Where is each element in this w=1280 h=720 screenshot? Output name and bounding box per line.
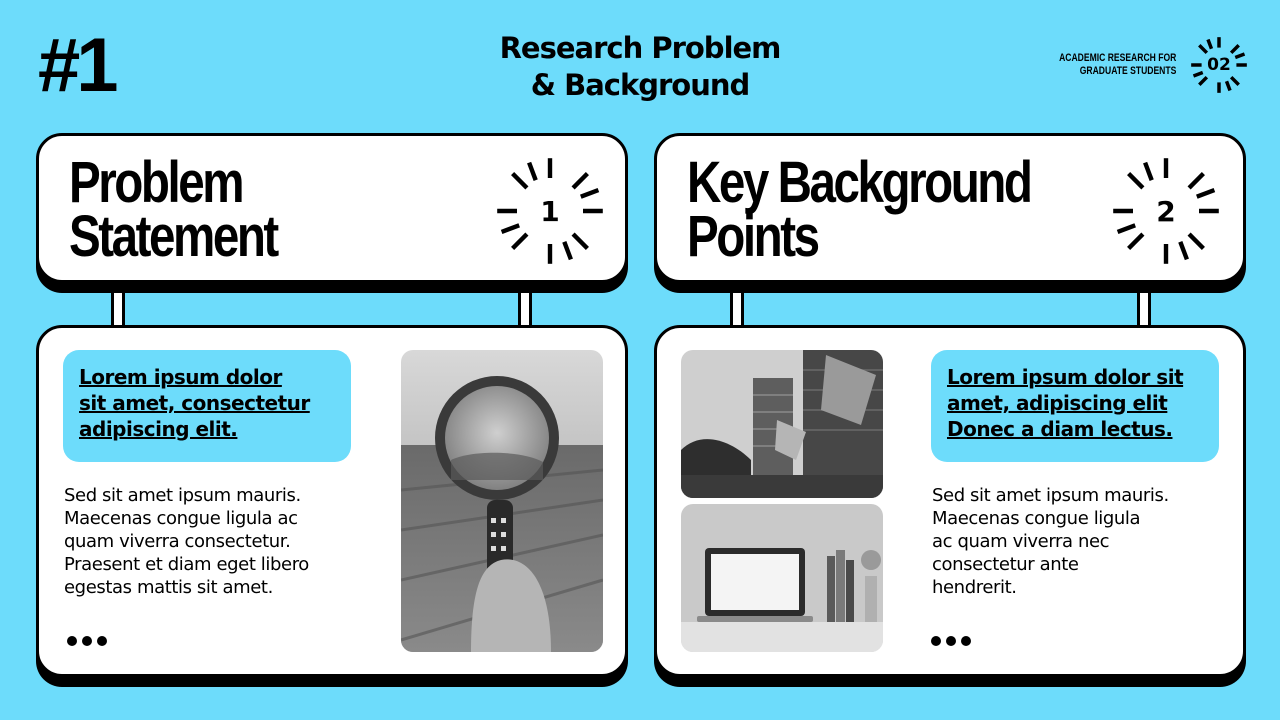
background-body-text: Sed sit amet ipsum mauris. Maecenas cong… [932,484,1232,599]
callout-line-2: sit amet, consectetur [79,391,310,415]
problem-statement-body-card: Lorem ipsum dolor sit amet, consectetur … [36,325,628,677]
more-dots-icon [67,636,107,646]
problem-body-text: Sed sit amet ipsum mauris. Maecenas cong… [64,484,384,599]
body-line: quam viverra consectetur. [64,531,291,552]
laptop-image [681,504,883,652]
problem-statement-heading: Problem Statement [69,150,279,269]
buildings-image [681,350,883,498]
magnifying-glass-photo [401,350,603,652]
heading-line-2: Statement [69,204,279,269]
callout-line-1: Lorem ipsum dolor [79,365,282,389]
body-line: Maecenas congue ligula ac [64,508,298,529]
problem-callout: Lorem ipsum dolor sit amet, consectetur … [63,350,351,462]
problem-badge-number: 1 [540,194,560,228]
brand-text: ACADEMIC RESEARCH FOR GRADUATE STUDENTS [1059,52,1176,78]
connector-post [518,284,532,328]
callout-line-1: Lorem ipsum dolor sit [947,365,1184,389]
callout-line-3: adipiscing elit. [79,417,238,441]
body-line: Praesent et diam eget libero [64,554,309,575]
key-background-heading: Key Background Points [687,150,1033,269]
body-line: ac quam viverra nec [932,531,1110,552]
heading-line-1: Key Background [687,150,1033,215]
callout-line-2: amet, adipiscing elit [947,391,1168,415]
background-badge: 2 [1111,156,1221,266]
key-background-body-card: Lorem ipsum dolor sit amet, adipiscing e… [654,325,1246,677]
body-line: Sed sit amet ipsum mauris. [932,485,1169,506]
problem-statement-header-card: Problem Statement 1 [36,133,628,283]
brand-line-2: GRADUATE STUDENTS [1079,65,1176,77]
body-line: egestas mattis sit amet. [64,577,273,598]
sunburst-icon [1191,37,1247,93]
sunburst-icon [497,158,603,264]
sunburst-icon [1113,158,1219,264]
background-badge-number: 2 [1156,194,1176,228]
problem-badge: 1 [495,156,605,266]
magnifying-glass-image [401,350,603,652]
connector-post [730,284,744,328]
buildings-photo [681,350,883,498]
brand-line-1: ACADEMIC RESEARCH FOR [1058,52,1176,64]
page-title-line-2: & Background [530,68,751,102]
page-badge: 02 [1190,36,1248,94]
page-title-line-1: Research Problem [499,31,782,65]
background-callout: Lorem ipsum dolor sit amet, adipiscing e… [931,350,1219,462]
more-dots-icon [931,636,971,646]
page-badge-number: 02 [1207,55,1231,75]
connector-post [1137,284,1151,328]
laptop-photo [681,504,883,652]
page-title: Research Problem & Background [440,30,840,104]
body-line: hendrerit. [932,577,1017,598]
heading-line-2: Points [687,204,820,269]
callout-line-3: Donec a diam lectus. [947,417,1173,441]
body-line: Sed sit amet ipsum mauris. [64,485,301,506]
body-line: Maecenas congue ligula [932,508,1141,529]
heading-line-1: Problem [69,150,245,215]
connector-post [111,284,125,328]
key-background-header-card: Key Background Points 2 [654,133,1246,283]
slide-number: #1 [38,23,119,108]
body-line: consectetur ante [932,554,1079,575]
